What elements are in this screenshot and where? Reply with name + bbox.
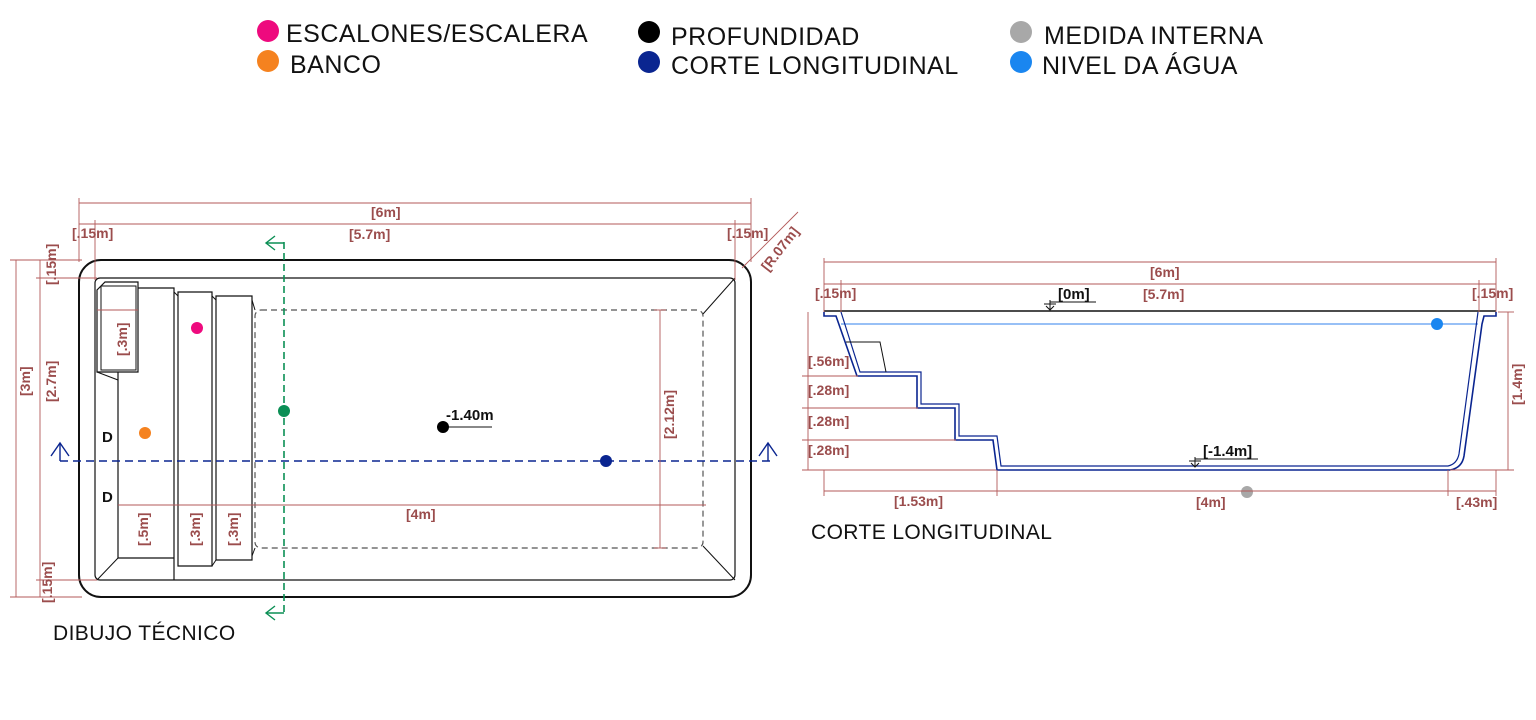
dim-floor-section: [4m] bbox=[1196, 494, 1226, 510]
section-marker-dot bbox=[278, 405, 290, 417]
stairs-marker-dot bbox=[191, 322, 203, 334]
slope-line bbox=[702, 545, 736, 581]
legend-corte-swatch bbox=[638, 51, 660, 73]
dim-step-d: [.28m] bbox=[808, 442, 849, 458]
bench-seat bbox=[138, 287, 175, 580]
dim-floor-length: [4m] bbox=[406, 506, 436, 522]
legend-item-banco: BANCO bbox=[257, 50, 381, 79]
dim-inner-length: [5.7m] bbox=[349, 226, 390, 242]
dim-rim-left: [.15m] bbox=[72, 225, 113, 241]
inner-measure-marker-dot bbox=[1241, 486, 1253, 498]
level-top-label: [0m] bbox=[1058, 286, 1090, 303]
dim-total-length: [6m] bbox=[371, 204, 401, 220]
legend-item-nivel: NIVEL DA ÁGUA bbox=[1010, 51, 1238, 80]
level-bottom-label: [-1.4m] bbox=[1203, 443, 1252, 460]
section-dimensions: [6m] [.15m] [5.7m] [.15m] [1.4m] [.56m] … bbox=[802, 258, 1525, 510]
step-1-line bbox=[173, 291, 179, 297]
dim-step-c: [.28m] bbox=[808, 413, 849, 429]
step-line bbox=[251, 299, 256, 311]
legend-nivel-label: NIVEL DA ÁGUA bbox=[1042, 51, 1238, 80]
skimmer-icon: D bbox=[102, 489, 113, 506]
legend-medida-swatch bbox=[1010, 21, 1032, 43]
pool-inner-rim bbox=[94, 277, 736, 581]
legend-profundidad-label: PROFUNDIDAD bbox=[671, 23, 860, 51]
bench-outline bbox=[96, 281, 139, 373]
dim-step-1: [.3m] bbox=[187, 513, 203, 546]
dim-bench-width: [.5m] bbox=[135, 513, 151, 546]
pool-outer-outline bbox=[78, 259, 752, 598]
legend-banco-label: BANCO bbox=[290, 51, 381, 79]
dim-depth-section: [1.4m] bbox=[1509, 364, 1525, 405]
legend-item-profundidad: PROFUNDIDAD bbox=[638, 21, 860, 51]
level-icon bbox=[1044, 300, 1056, 311]
level-icon bbox=[1189, 457, 1201, 468]
dim-line bbox=[741, 211, 799, 269]
step-line bbox=[251, 547, 256, 557]
legend: ESCALONES/ESCALERA BANCO PROFUNDIDAD COR… bbox=[257, 20, 1264, 80]
legend-banco-swatch bbox=[257, 50, 279, 72]
dim-rim-right-section: [.15m] bbox=[1472, 285, 1513, 301]
dim-rim-right: [.15m] bbox=[727, 225, 768, 241]
bench-inner bbox=[100, 285, 137, 371]
step-2-outline bbox=[215, 295, 253, 561]
dim-inner-width: [2.7m] bbox=[43, 361, 59, 402]
section-marker-dot bbox=[600, 455, 612, 467]
dim-rim-left-section: [.15m] bbox=[815, 285, 856, 301]
legend-profundidad-swatch bbox=[638, 21, 660, 43]
plan-dimensions: [6m] [.15m] [5.7m] [.15m] [R.07m] [3m] [… bbox=[10, 198, 802, 603]
legend-item-corte: CORTE LONGITUDINAL bbox=[638, 51, 959, 80]
skimmer-icon: D bbox=[102, 429, 113, 446]
dim-rim-bottom: [.15m] bbox=[39, 562, 55, 603]
dim-step-a: [.56m] bbox=[808, 353, 849, 369]
pool-floor-outline bbox=[254, 309, 704, 549]
slope-line bbox=[96, 371, 119, 381]
pool-shell-inner bbox=[840, 311, 1479, 467]
plan-title: DIBUJO TÉCNICO bbox=[53, 622, 236, 645]
slope-line bbox=[96, 557, 119, 581]
pool-shell-outer bbox=[823, 312, 1497, 471]
dim-step-2: [.3m] bbox=[225, 513, 241, 546]
step-line bbox=[211, 295, 217, 301]
legend-medida-label: MEDIDA INTERNA bbox=[1044, 22, 1264, 50]
dim-inner-length-section: [5.7m] bbox=[1143, 286, 1184, 302]
slope-line bbox=[702, 277, 736, 315]
legend-escalones-swatch bbox=[257, 20, 279, 42]
legend-item-escalones: ESCALONES/ESCALERA bbox=[257, 20, 588, 48]
legend-item-medida: MEDIDA INTERNA bbox=[1010, 21, 1264, 50]
depth-marker-dot bbox=[437, 421, 449, 433]
depth-label: -1.40m bbox=[446, 407, 494, 424]
dim-bench-depth: [.3m] bbox=[114, 323, 130, 356]
dim-step-b: [.28m] bbox=[808, 382, 849, 398]
dim-stairs-run: [1.53m] bbox=[894, 493, 943, 509]
step-line bbox=[211, 559, 217, 567]
dim-end-slope: [.43m] bbox=[1456, 494, 1497, 510]
dim-total-width: [3m] bbox=[17, 366, 33, 396]
stair-handrail bbox=[846, 341, 887, 373]
legend-escalones-label: ESCALONES/ESCALERA bbox=[286, 20, 588, 48]
legend-nivel-swatch bbox=[1010, 51, 1032, 73]
section-view: [0m] [-1.4m] [6m] [.15m] [5.7m] [.15m] [… bbox=[802, 258, 1525, 544]
dim-total-length-section: [6m] bbox=[1150, 264, 1180, 280]
dim-rim-top: [.15m] bbox=[43, 244, 59, 285]
bench-marker-dot bbox=[139, 427, 151, 439]
dim-floor-width: [2.12m] bbox=[661, 390, 677, 439]
water-level-marker-dot bbox=[1431, 318, 1443, 330]
legend-corte-label: CORTE LONGITUDINAL bbox=[671, 52, 959, 80]
plan-view: D D -1.40m [6m] [.15m] bbox=[10, 198, 802, 645]
section-title: CORTE LONGITUDINAL bbox=[811, 521, 1052, 544]
